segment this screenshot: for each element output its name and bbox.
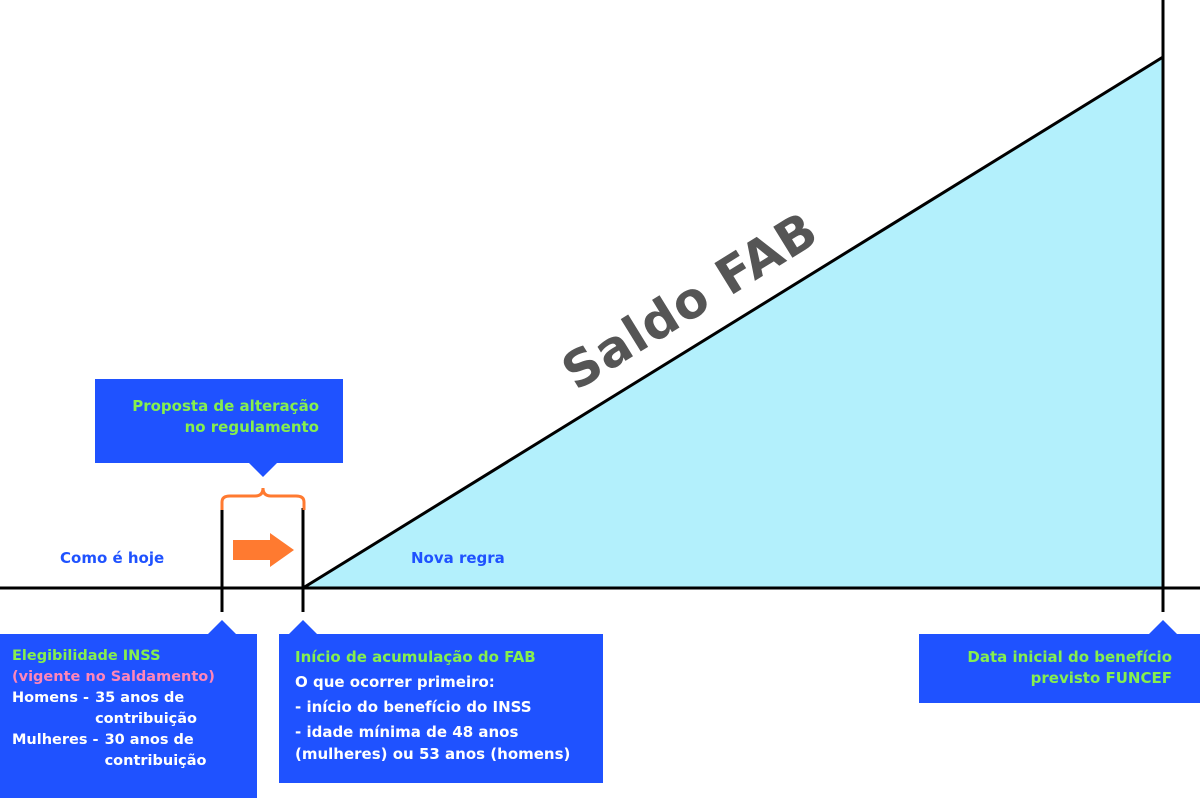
eligibility-callout: Elegibilidade INSS (vigente no Saldament… (0, 634, 257, 798)
eligibility-pointer (207, 620, 237, 635)
arrow-right-icon (233, 533, 294, 567)
proposal-pointer (248, 462, 278, 477)
proposal-line2: no regulamento (184, 418, 319, 436)
current-rule-label: Como é hoje (60, 549, 165, 567)
proposal-line1: Proposta de alteração (132, 397, 319, 415)
saldo-slope-line (302, 55, 1164, 590)
eligibility-subtitle: (vigente no Saldamento) (12, 669, 215, 685)
start-callout: Início de acumulação do FAB O que ocorre… (279, 634, 603, 783)
women-label: Mulheres - (12, 732, 99, 748)
start-item1: - início do benefício do INSS (295, 698, 532, 716)
end-line1: Data inicial do benefício (967, 648, 1172, 666)
start-item2: - idade mínima de 48 anos (mulheres) ou … (295, 723, 571, 763)
new-rule-label: Nova regra (411, 549, 505, 567)
end-line2: previsto FUNCEF (1030, 669, 1172, 687)
end-callout: Data inicial do benefício previsto FUNCE… (919, 634, 1200, 703)
start-intro: O que ocorrer primeiro: (295, 673, 495, 691)
end-pointer (1148, 620, 1178, 635)
women-value: 30 anos de contribuição (104, 732, 207, 769)
start-title: Início de acumulação do FAB (295, 648, 536, 666)
start-pointer (288, 620, 318, 635)
proposal-callout: Proposta de alteração no regulamento (95, 379, 343, 463)
men-value: 35 anos de contribuição (95, 690, 198, 727)
brace-icon (220, 487, 306, 510)
men-label: Homens - (12, 690, 90, 706)
eligibility-title: Elegibilidade INSS (12, 648, 161, 664)
